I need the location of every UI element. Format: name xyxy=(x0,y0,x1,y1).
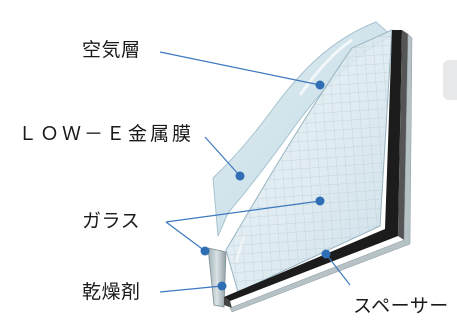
label-low-e-film: ＬＯＷ－Ｅ金属膜 xyxy=(18,123,195,145)
dot-air-layer xyxy=(315,80,325,90)
leader-dots xyxy=(200,80,331,291)
dot-glass-a xyxy=(315,196,325,206)
dot-low-e xyxy=(235,171,245,181)
leader-glass-b xyxy=(165,221,206,252)
leader-spacer xyxy=(325,253,351,286)
label-air-layer: 空気層 xyxy=(82,39,141,61)
leader-desiccant xyxy=(159,285,223,293)
dot-spacer xyxy=(321,249,331,259)
label-desiccant: 乾燥剤 xyxy=(82,281,141,303)
frame-edge xyxy=(207,247,227,308)
leader-lines xyxy=(159,51,351,293)
dot-glass-b xyxy=(200,246,210,256)
dot-desiccant xyxy=(217,281,227,291)
leader-glass-a xyxy=(165,200,321,223)
leader-low-e xyxy=(204,136,241,177)
label-glass: ガラス xyxy=(82,210,141,232)
leader-air-layer xyxy=(159,51,321,86)
label-spacer: スペーサー xyxy=(353,295,449,317)
side-tab-edge xyxy=(443,60,457,100)
